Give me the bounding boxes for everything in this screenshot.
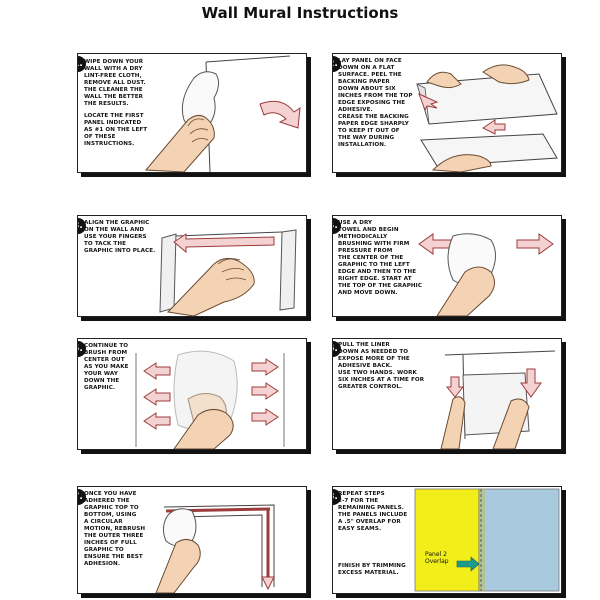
step-5-text: Continue to brush from center out as you… <box>84 343 140 392</box>
brush-down-illustration <box>135 350 285 449</box>
step-5-number: 5. <box>78 341 86 357</box>
panel-2-overlap-label: Panel 2 Overlap <box>425 551 449 565</box>
peel-backing-illustration <box>416 64 558 172</box>
step-3-number: 3. <box>78 218 86 234</box>
step-4-paragraph-1: Use a dry towel and begin methodically b… <box>338 220 423 296</box>
rebrush-edges-illustration <box>155 504 275 593</box>
step-1-number: 1. <box>78 56 86 72</box>
step-8-paragraph-1: Repeat steps 2-7 for the remaining panel… <box>338 491 408 532</box>
step-8-card: 8. Repeat steps 2-7 for the remaining pa… <box>332 486 562 594</box>
step-8-number: 8. <box>333 489 341 505</box>
step-7-paragraph-1: Once you have adhered the graphic top to… <box>84 491 146 567</box>
step-3-card: 3. Align the graphic on the wall and use… <box>77 215 307 317</box>
step-4-number: 4. <box>333 218 341 234</box>
step-4-text: Use a dry towel and begin methodically b… <box>338 220 438 297</box>
tack-graphic-illustration <box>159 229 297 316</box>
step-8-text: Repeat steps 2-7 for the remaining panel… <box>338 491 418 577</box>
step-6-card: 6. Pull the liner down as needed to expo… <box>332 338 562 450</box>
step-3-paragraph-1: Align the graphic on the wall and use yo… <box>84 220 156 254</box>
pull-liner-illustration <box>440 350 556 449</box>
step-6-number: 6. <box>333 341 341 357</box>
brush-graphic-illustration <box>418 233 554 316</box>
step-8-paragraph-2: Finish by trimming excess material. <box>338 563 406 576</box>
step-1-text: Wipe down your wall with a dry lint-free… <box>84 59 180 148</box>
step-4-card: 4. Use a dry towel and begin methodicall… <box>332 215 562 317</box>
step-5-card: 5. Continue to brush from center out as … <box>77 338 307 450</box>
page-title: Wall Mural Instructions <box>201 4 399 22</box>
step-6-paragraph-1: Pull the liner down as needed to expose … <box>338 342 425 390</box>
step-2-text: Lay panel on face down on a flat surface… <box>338 58 424 149</box>
step-1-card: 1. Wipe down your wall with a dry lint-f… <box>77 53 307 173</box>
step-2-number: 2. <box>333 56 341 72</box>
step-2-card: 2. Lay panel on face down on a flat surf… <box>332 53 562 173</box>
step-5-paragraph-1: Continue to brush from center out as you… <box>84 343 129 391</box>
wipe-wall-illustration <box>144 55 301 172</box>
step-7-number: 7. <box>78 489 86 505</box>
step-6-text: Pull the liner down as needed to expose … <box>338 342 442 391</box>
step-7-text: Once you have adhered the graphic top to… <box>84 491 166 568</box>
step-2-paragraph-1: Lay panel on face down on a flat surface… <box>338 58 413 148</box>
step-1-paragraph-1: Wipe down your wall with a dry lint-free… <box>84 59 146 107</box>
step-1-paragraph-2: Locate the first panel indicated as #1 o… <box>84 113 148 147</box>
step-7-card: 7. Once you have adhered the graphic top… <box>77 486 307 594</box>
panel-overlap-illustration <box>414 488 560 592</box>
step-3-text: Align the graphic on the wall and use yo… <box>84 220 174 255</box>
